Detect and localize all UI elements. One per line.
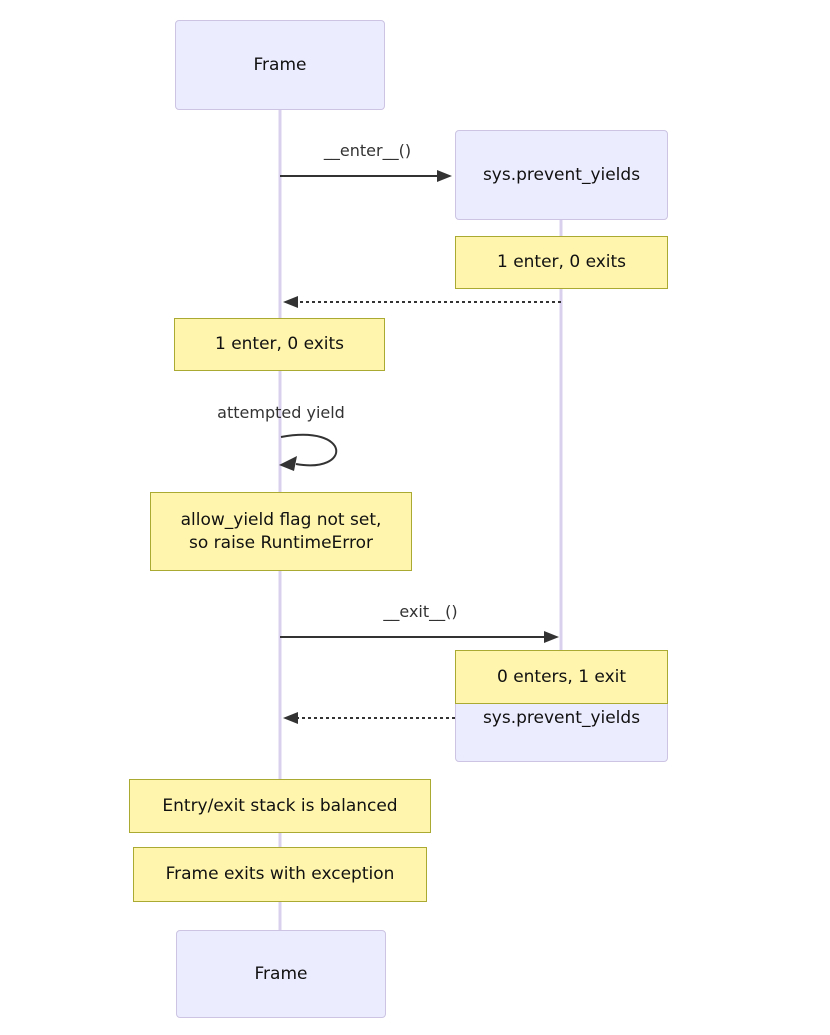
participant-frame-bottom: Frame [176, 930, 386, 1018]
enter-message-label: __enter__() [323, 141, 412, 160]
participant-sys-top-label: sys.prevent_yields [482, 165, 641, 185]
participant-sys-bottom-label: sys.prevent_yields [482, 708, 641, 728]
participant-sys-top: sys.prevent_yields [455, 130, 668, 220]
note-sys-after-enter: 1 enter, 0 exits [455, 236, 668, 289]
participant-frame-top-label: Frame [253, 55, 307, 75]
note-yield-error: allow_yield flag not set, so raise Runti… [150, 492, 412, 571]
note-stack-balanced-text: Entry/exit stack is balanced [162, 795, 398, 816]
exit-arrow [280, 631, 559, 643]
note-frame-after-enter: 1 enter, 0 exits [174, 318, 385, 371]
note-stack-balanced: Entry/exit stack is balanced [129, 779, 431, 833]
self-loop-arrow [279, 433, 338, 471]
participant-frame-top: Frame [175, 20, 385, 110]
enter-return-arrow [283, 296, 561, 308]
enter-arrow [280, 170, 452, 182]
self-message-label: attempted yield [217, 403, 345, 422]
note-frame-exception: Frame exits with exception [133, 847, 427, 902]
note-frame-exception-text: Frame exits with exception [165, 864, 395, 885]
note-frame-after-enter-text: 1 enter, 0 exits [214, 334, 345, 355]
exit-return-arrow [283, 712, 455, 724]
note-sys-after-exit: 0 enters, 1 exit [455, 650, 668, 704]
note-sys-after-exit-text: 0 enters, 1 exit [496, 666, 627, 687]
note-yield-error-text: allow_yield flag not set, so raise Runti… [180, 510, 382, 553]
exit-message-label: __exit__() [383, 602, 458, 621]
participant-frame-bottom-label: Frame [254, 964, 308, 984]
note-sys-after-enter-text: 1 enter, 0 exits [496, 252, 627, 273]
